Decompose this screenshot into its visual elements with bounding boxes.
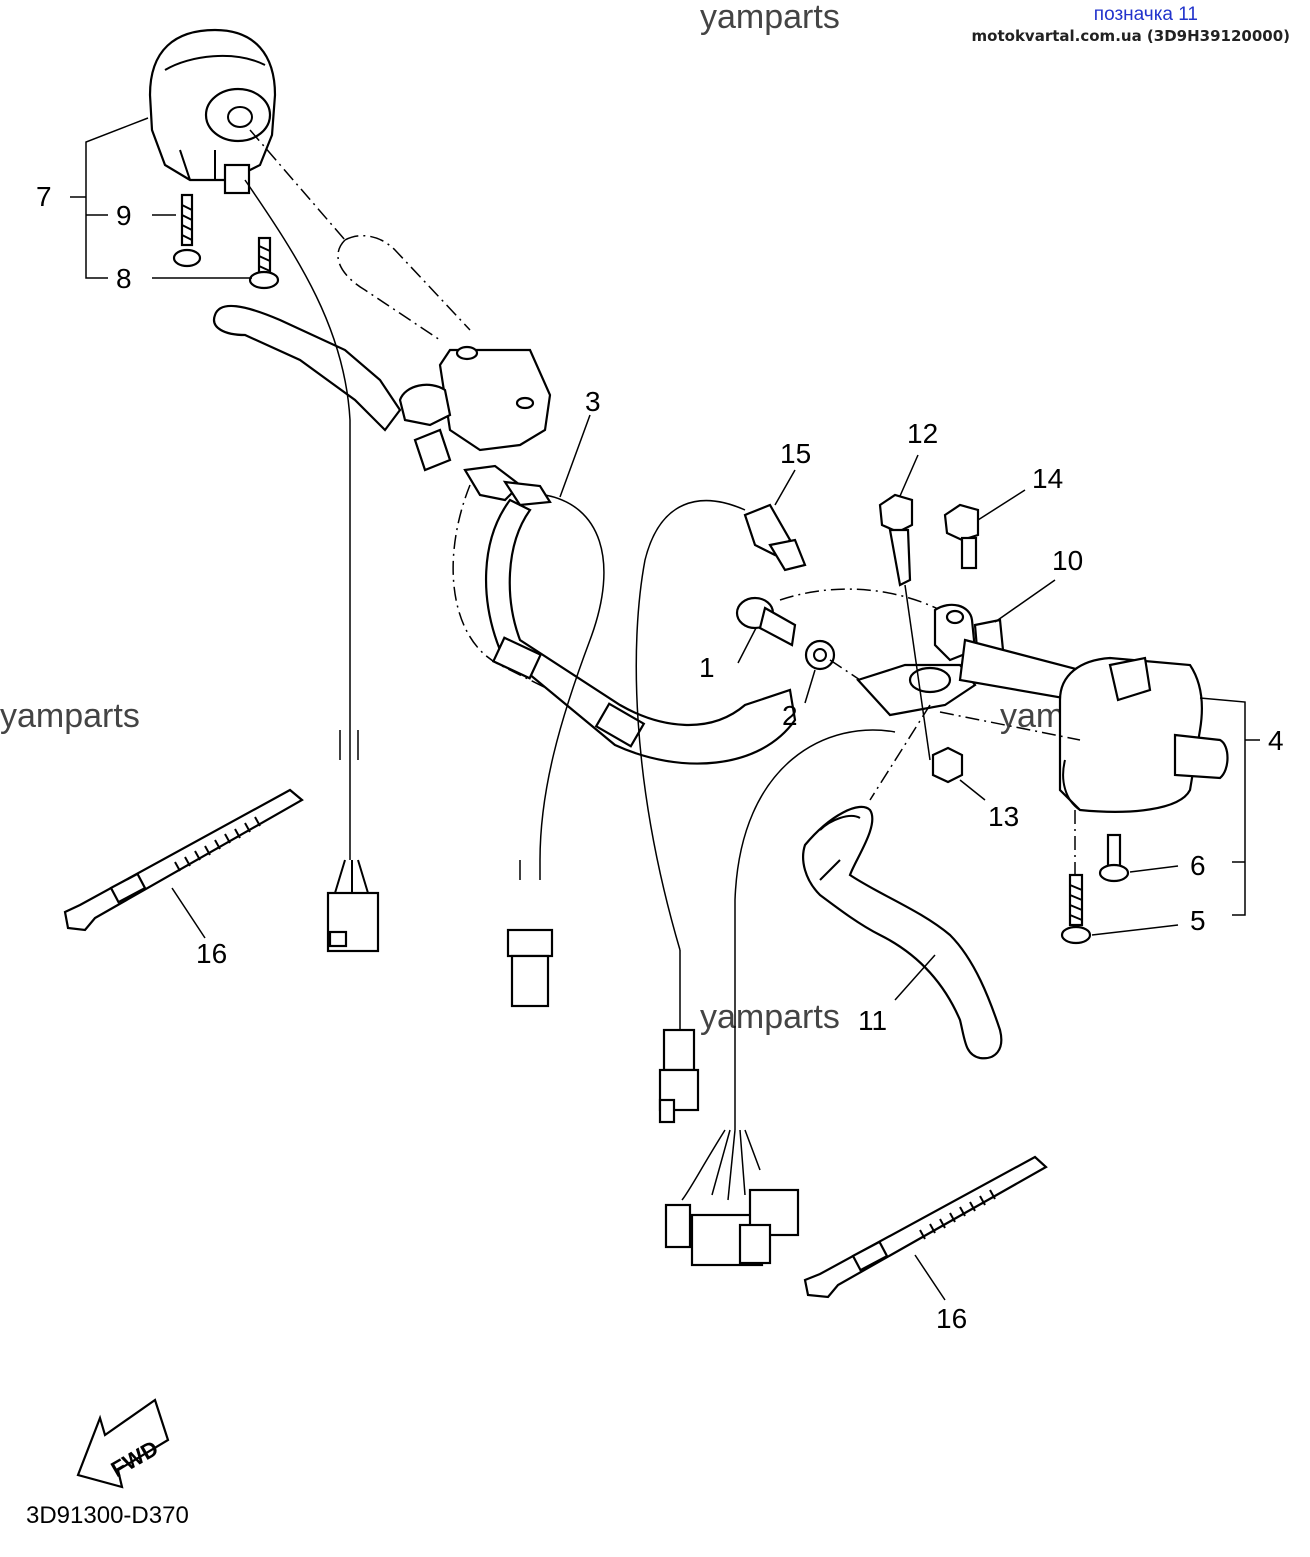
screw-6 bbox=[1098, 833, 1130, 883]
callout-14: 14 bbox=[1032, 463, 1063, 494]
left-switch-housing bbox=[148, 28, 277, 195]
bolt-14 bbox=[943, 503, 980, 570]
nut-13 bbox=[931, 746, 964, 784]
left-grip-outline bbox=[337, 234, 471, 341]
callout-6: 6 bbox=[1190, 850, 1206, 881]
watermark-left: yamparts bbox=[0, 697, 140, 735]
cable-tie-right bbox=[803, 1155, 1048, 1299]
callout-15: 15 bbox=[780, 438, 811, 469]
adjuster-nut bbox=[804, 639, 836, 671]
callout-12: 12 bbox=[907, 418, 938, 449]
clutch-lever bbox=[802, 805, 1003, 1060]
fwd-arrow-icon: FWD bbox=[76, 1398, 170, 1489]
screw-9 bbox=[172, 193, 202, 268]
callout-9: 9 bbox=[116, 200, 132, 231]
right-switch-housing bbox=[958, 638, 1229, 813]
screw-5 bbox=[1060, 873, 1092, 945]
diagram-code: 3D91300-D370 bbox=[26, 1502, 189, 1529]
left-switch-wire bbox=[244, 179, 351, 860]
callout-2: 2 bbox=[782, 700, 798, 731]
callout-8: 8 bbox=[116, 263, 132, 294]
screw-8 bbox=[248, 236, 280, 290]
callout-11: 11 bbox=[858, 1005, 887, 1036]
callout-bracket-4 bbox=[1091, 697, 1260, 936]
callout-10: 10 bbox=[1052, 545, 1083, 576]
callout-16-right: 16 bbox=[936, 1303, 967, 1334]
front-brake-switch bbox=[463, 464, 605, 1008]
clutch-switch bbox=[635, 499, 807, 1124]
adjuster-bolt bbox=[735, 596, 797, 647]
callout-13: 13 bbox=[988, 801, 1019, 832]
callout-4: 4 bbox=[1268, 725, 1284, 756]
callout-7: 7 bbox=[36, 181, 52, 212]
front-brake-assembly bbox=[212, 304, 552, 472]
handlebar-knurl bbox=[491, 636, 646, 748]
header-source: motokvartal.com.ua (3D9H39120000) bbox=[971, 27, 1290, 45]
watermark-bottom: yamparts bbox=[700, 998, 840, 1036]
cable-tie-left bbox=[63, 788, 304, 932]
right-switch-harness bbox=[664, 729, 896, 1267]
callout-bracket-7 bbox=[70, 117, 252, 279]
header-title: позначка 11 bbox=[1093, 4, 1198, 25]
callout-3: 3 bbox=[585, 386, 601, 417]
callout-1: 1 bbox=[699, 652, 715, 683]
callout-5: 5 bbox=[1190, 905, 1206, 936]
callout-16-left: 16 bbox=[196, 938, 227, 969]
watermark-top: yamparts bbox=[700, 0, 840, 36]
bolt-12 bbox=[878, 493, 914, 587]
left-switch-connector bbox=[326, 859, 380, 953]
handlebar-center bbox=[484, 498, 797, 765]
